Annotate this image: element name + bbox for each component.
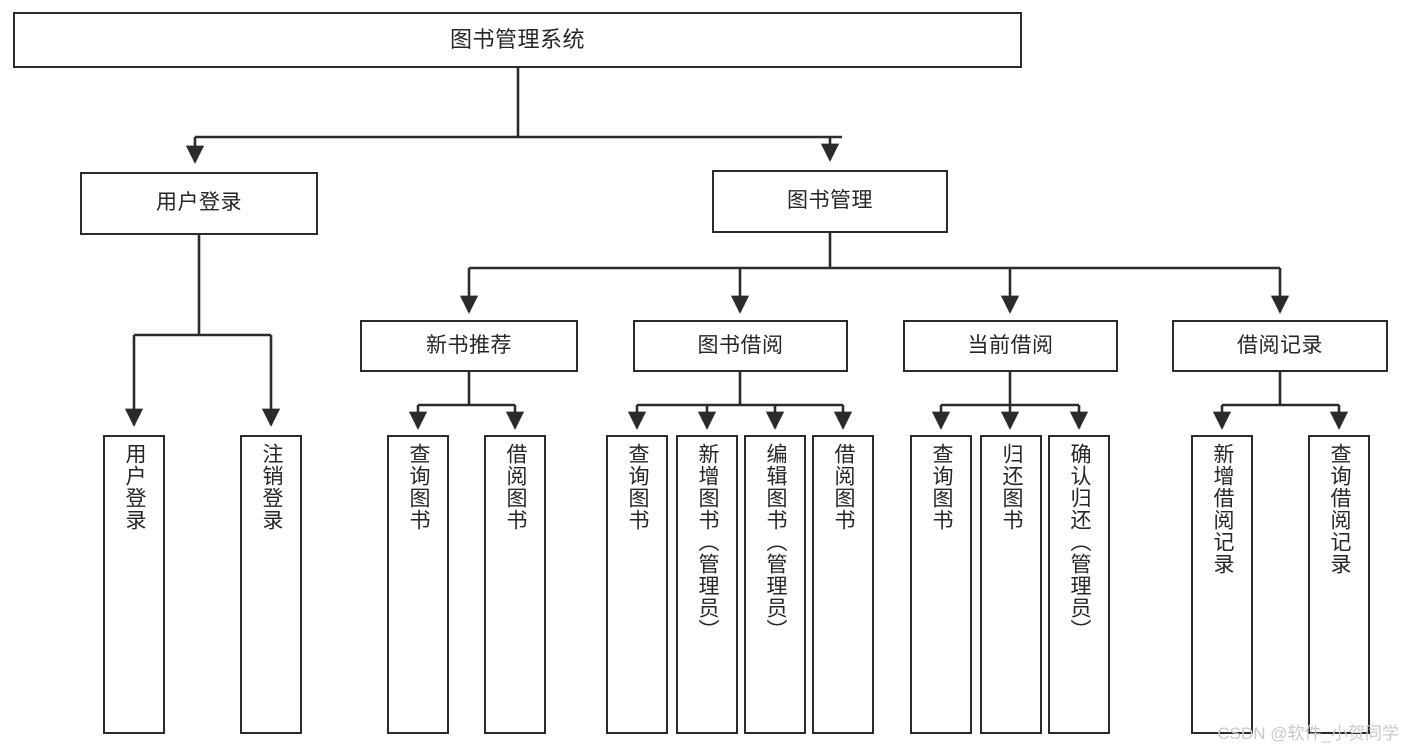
node-label: 借阅记录 bbox=[1237, 333, 1323, 357]
node-user-login[interactable]: 用户登录 bbox=[80, 172, 318, 235]
node-new-book-recommend[interactable]: 新书推荐 bbox=[360, 320, 578, 372]
leaf-query-borrow-record[interactable]: 查询借阅记录 bbox=[1308, 435, 1370, 734]
leaf-query-book-current[interactable]: 查询图书 bbox=[910, 435, 972, 734]
node-label: 借阅图书 bbox=[504, 443, 528, 531]
node-root-system[interactable]: 图书管理系统 bbox=[13, 12, 1022, 68]
node-label: 新书推荐 bbox=[426, 333, 512, 357]
node-label: 用户登录 bbox=[156, 191, 242, 215]
node-label: 查询图书 bbox=[626, 443, 650, 531]
leaf-borrow-book-borrow[interactable]: 借阅图书 bbox=[812, 435, 874, 734]
node-label: 查询借阅记录 bbox=[1328, 443, 1352, 575]
node-label: 图书借阅 bbox=[697, 333, 784, 357]
node-label: 注销登录 bbox=[260, 443, 284, 531]
node-current-borrow[interactable]: 当前借阅 bbox=[903, 320, 1118, 372]
node-label: 图书管理 bbox=[787, 189, 873, 213]
node-label: 新增借阅记录 bbox=[1211, 443, 1235, 575]
leaf-borrow-book-recommend[interactable]: 借阅图书 bbox=[484, 435, 546, 734]
leaf-return-book[interactable]: 归还图书 bbox=[980, 435, 1042, 734]
leaf-query-book-recommend[interactable]: 查询图书 bbox=[387, 435, 449, 734]
node-label: 编辑图书（管理员） bbox=[764, 443, 788, 641]
node-label: 归还图书 bbox=[1000, 443, 1024, 531]
node-label: 新增图书（管理员） bbox=[696, 443, 720, 641]
watermark: CSDN @软件_小贺同学 bbox=[1217, 724, 1399, 743]
node-label: 当前借阅 bbox=[967, 333, 1054, 357]
node-label: 用户登录 bbox=[123, 443, 147, 531]
node-label: 借阅图书 bbox=[832, 443, 856, 531]
leaf-confirm-return-admin[interactable]: 确认归还（管理员） bbox=[1048, 435, 1110, 734]
node-label: 确认归还（管理员） bbox=[1068, 443, 1092, 641]
leaf-query-book-borrow[interactable]: 查询图书 bbox=[606, 435, 668, 734]
leaf-logout[interactable]: 注销登录 bbox=[240, 435, 302, 734]
node-label: 查询图书 bbox=[407, 443, 431, 531]
leaf-add-borrow-record[interactable]: 新增借阅记录 bbox=[1191, 435, 1253, 734]
node-book-manage[interactable]: 图书管理 bbox=[712, 170, 948, 233]
leaf-edit-book-admin[interactable]: 编辑图书（管理员） bbox=[744, 435, 806, 734]
node-label: 查询图书 bbox=[930, 443, 954, 531]
node-borrow-record[interactable]: 借阅记录 bbox=[1172, 320, 1388, 372]
node-label: 图书管理系统 bbox=[449, 27, 585, 53]
node-book-borrow[interactable]: 图书借阅 bbox=[633, 320, 848, 372]
leaf-user-login[interactable]: 用户登录 bbox=[103, 435, 165, 734]
leaf-add-book-admin[interactable]: 新增图书（管理员） bbox=[676, 435, 738, 734]
